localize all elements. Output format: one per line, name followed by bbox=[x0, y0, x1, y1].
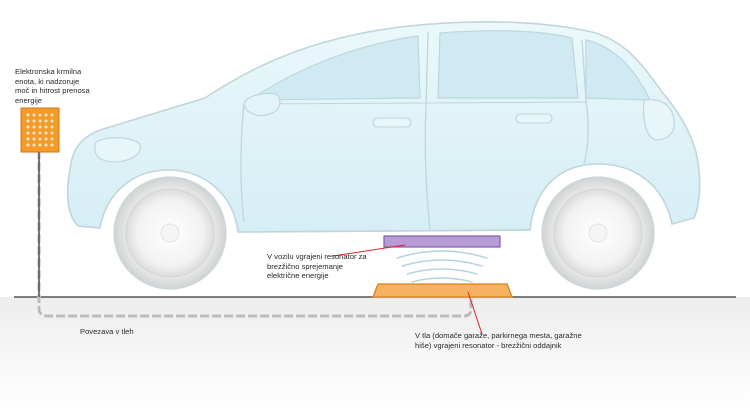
control-unit-icon bbox=[20, 107, 60, 153]
ground-cable-outline bbox=[38, 150, 472, 317]
car-belt-line bbox=[243, 101, 587, 105]
car-door-line-front bbox=[424, 31, 431, 231]
ground-resonator-label: V tla (domače garaže, parkirnega mesta, … bbox=[415, 331, 582, 350]
pointer-line-ground bbox=[467, 291, 483, 335]
car-rear-window bbox=[585, 39, 651, 101]
ground-resonator-pad bbox=[372, 283, 513, 298]
car-mirror bbox=[243, 92, 281, 117]
car-door-line-rear bbox=[581, 39, 589, 165]
control-unit-label: Elektronska krmilna enota, ki nadzoruje … bbox=[15, 67, 90, 105]
vehicle-resonator-label: V vozilu vgrajeni resonator za brezžično… bbox=[267, 252, 367, 281]
car-taillight bbox=[642, 99, 675, 141]
car-rear-wheel bbox=[541, 176, 655, 290]
car-front-wheel bbox=[113, 176, 227, 290]
vehicle-resonator-pad bbox=[383, 235, 501, 248]
pointer-line-vehicle bbox=[332, 244, 406, 257]
wireless-waves-icon bbox=[396, 250, 488, 283]
car-front-window bbox=[248, 35, 421, 101]
car-door-handle-front bbox=[372, 117, 412, 128]
car-middle-window bbox=[437, 30, 579, 99]
car-sill bbox=[237, 229, 531, 233]
car-illustration bbox=[66, 21, 701, 290]
ground-connection-label: Povezava v tleh bbox=[80, 327, 134, 336]
car-headlight bbox=[94, 137, 141, 163]
car-door-line-front-edge bbox=[240, 103, 245, 223]
floor-area bbox=[0, 297, 750, 409]
car-door-handle-rear bbox=[515, 113, 553, 124]
